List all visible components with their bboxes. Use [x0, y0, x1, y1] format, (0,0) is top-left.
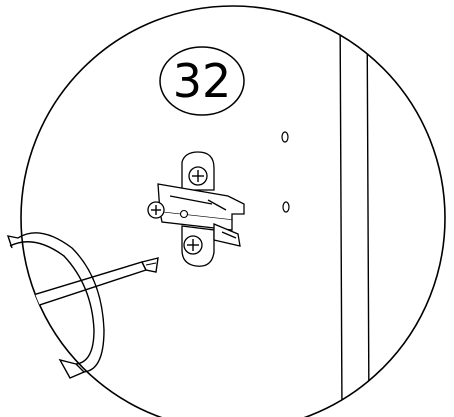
- clockwise-rotation-icon: [6, 232, 105, 379]
- cabinet-panel-edges: [339, 6, 370, 417]
- screw-icon: [188, 166, 208, 186]
- screw-icon: [183, 235, 203, 255]
- step-number-circle: [159, 46, 245, 116]
- screw-icon: [147, 201, 165, 219]
- step-number-badge: 32: [158, 45, 246, 117]
- pilot-hole: [281, 131, 289, 143]
- screw-icon: [179, 209, 189, 219]
- step-number: 32: [172, 54, 232, 108]
- pilot-hole: [282, 201, 290, 213]
